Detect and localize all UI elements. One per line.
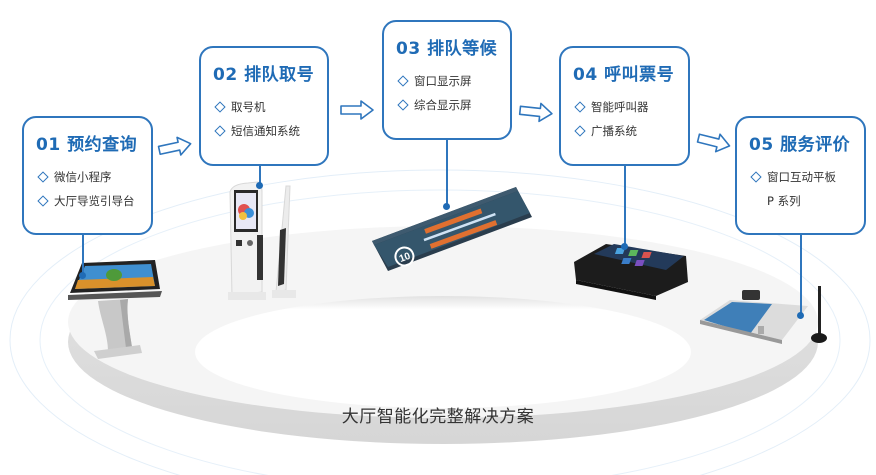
step-item-label: 综合显示屏 [414,98,472,112]
diamond-icon [750,171,762,183]
touch-kiosk-device [68,260,162,359]
step-item: 取号机 [213,95,327,119]
diamond-icon [397,99,409,111]
step-item-label: 微信小程序 [54,170,112,184]
step-item-label: P 系列 [767,194,801,208]
diamond-icon [37,195,49,207]
step-title: 04 呼叫票号 [573,65,675,85]
arrow-right-icon [518,102,553,123]
orbit-ring-outer [9,169,871,475]
step-card-03: 03 排队等候 窗口显示屏 综合显示屏 [382,20,512,140]
step-item: 广播系统 [573,119,688,143]
step-item-label: 窗口显示屏 [414,74,472,88]
arrow-right-icon [157,136,192,156]
step-item-label: 大厅导览引导台 [54,194,135,208]
step-item: 智能呼叫器 [573,95,688,119]
ticket-machine-device [228,181,296,300]
interactive-tablet-device [700,286,827,344]
diamond-icon [37,171,49,183]
diamond-icon [214,125,226,137]
diamond-icon [214,101,226,113]
connector-dot-01 [79,272,86,279]
step-item: P 系列 [749,189,864,213]
step-card-02: 02 排队取号 取号机 短信通知系统 [199,46,329,166]
connector-line-01 [82,234,84,274]
connector-line-02 [259,165,261,185]
step-item: 大厅导览引导台 [36,189,151,213]
connector-line-04 [624,165,626,245]
platform-hole [195,296,691,408]
connector-line-05 [800,234,802,314]
smart-caller-device [574,244,688,300]
arrow-right-icon [696,133,731,153]
step-item-label: 取号机 [231,100,266,114]
step-title: 02 排队取号 [213,65,315,85]
connector-dot-05 [797,312,804,319]
solution-caption: 大厅智能化完整解决方案 [341,407,535,427]
display-number: 10 [398,251,413,265]
step-card-05: 05 服务评价 窗口互动平板 P 系列 [735,116,866,235]
step-item-label: 窗口互动平板 [767,170,836,184]
diamond-icon [574,125,586,137]
step-title: 03 排队等候 [396,39,498,59]
step-item: 微信小程序 [36,165,151,189]
window-display-device: 10 [372,187,532,271]
step-item-label: 智能呼叫器 [591,100,649,114]
step-item: 综合显示屏 [396,93,510,117]
step-item-label: 广播系统 [591,124,637,138]
step-item: 窗口互动平板 [749,165,864,189]
connector-dot-03 [443,203,450,210]
step-card-01: 01 预约查询 微信小程序 大厅导览引导台 [22,116,153,235]
diamond-icon [574,101,586,113]
step-item: 窗口显示屏 [396,69,510,93]
diamond-icon [397,75,409,87]
connector-dot-04 [621,243,628,250]
orbit-ring-inner [39,189,841,475]
arrow-right-icon [340,100,374,120]
step-title: 05 服务评价 [749,135,851,155]
step-item-label: 短信通知系统 [231,124,300,138]
connector-dot-02 [256,182,263,189]
step-card-04: 04 呼叫票号 智能呼叫器 广播系统 [559,46,690,166]
step-title: 01 预约查询 [36,135,138,155]
connector-line-03 [446,139,448,206]
step-item: 短信通知系统 [213,119,327,143]
